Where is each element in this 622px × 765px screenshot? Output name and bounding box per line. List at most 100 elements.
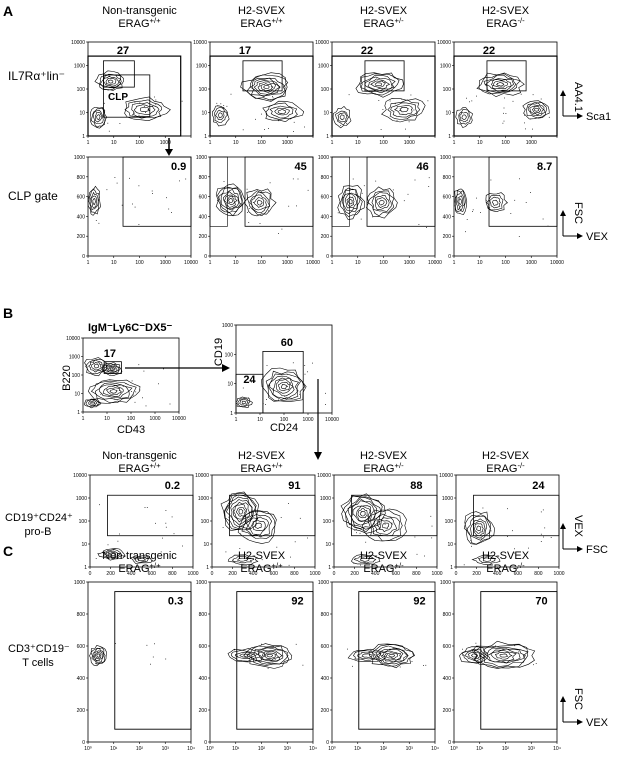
contour-line [494,651,513,660]
gate-box [488,156,558,227]
contour-line [357,652,377,660]
gate-box [366,156,436,227]
event-dot [144,507,146,508]
x-tick-label: 600 [514,571,523,577]
plot-c-row-1 [208,581,314,744]
event-dot [171,516,173,518]
contour-line [341,188,361,214]
event-dot [223,181,225,182]
event-dot [121,204,123,206]
y-tick-label: 400 [199,676,208,682]
contour-line [92,197,96,206]
event-dot [518,651,520,653]
y-tick-label: 200 [77,234,86,240]
x-tick-label: 100 [257,140,266,146]
gate-percentage: 0.3 [168,595,183,607]
x-tick-label: 1000 [526,140,537,146]
event-dot [365,541,367,543]
contour-line [371,192,392,212]
event-dot [295,643,297,645]
contour-line [470,653,478,658]
event-dot [254,381,256,382]
y-tick-label: 100 [321,87,330,93]
y-tick-label: 400 [77,214,86,220]
x-tick-label: 100 [135,140,144,146]
event-dot [299,517,301,519]
gate-box [114,591,192,730]
contour-line [347,498,378,529]
event-dot [292,178,294,180]
y-tick-label: 1 [450,565,453,571]
x-tick-label: 1 [209,260,212,266]
event-dot [268,210,269,212]
axis-label-cd43: CD43 [117,424,145,436]
contour-line [496,82,505,87]
contour-line [88,188,100,214]
event-dot [466,97,467,99]
event-dot [248,397,249,399]
event-dot [290,556,291,558]
event-dot [471,100,473,102]
contour-line [361,653,373,658]
event-dot [158,383,159,385]
x-tick-label: 400 [249,571,258,577]
contour-line [222,191,239,210]
x-tick-label: 1 [453,140,456,146]
event-dot [299,394,301,395]
y-tick-label: 10000 [315,40,329,46]
event-dot [242,387,244,389]
contour-line [499,653,509,658]
event-dot [296,205,297,207]
contour-line [390,102,418,118]
contour-line [366,186,398,219]
plot-a-row1-0 [86,41,192,138]
contour-line [89,191,99,211]
y-tick-label: 800 [199,612,208,618]
event-dot [520,93,522,95]
event-dot [154,643,155,645]
event-dot [302,664,304,666]
x-tick-label: 10 [111,260,117,266]
event-dot [134,102,136,104]
contour-line [90,107,106,128]
contour-line [96,653,101,658]
genotype-header: H2-SVEX [238,450,286,462]
y-tick-label: 1 [448,134,451,140]
genotype-header: H2-SVEX [482,550,530,562]
axis-legend-x: Sca1 [586,111,611,123]
y-tick-label: 1000 [76,496,87,502]
contour-line [84,398,102,409]
contour-line [240,72,288,102]
genotype-header: H2-SVEX [238,550,286,562]
y-tick-label: 10000 [317,473,331,479]
contour-line [378,199,385,206]
contour-line [277,109,287,114]
event-dot [272,96,273,97]
event-dot [352,665,353,667]
contour-line [263,85,270,89]
event-dot [394,103,396,105]
event-dot [220,103,222,105]
y-tick-label: 10 [325,542,331,548]
y-tick-label: 200 [77,708,86,714]
event-dot [410,94,412,96]
event-dot [414,179,416,181]
contour-line [385,652,398,660]
genotype-header-sub: ERAG-/- [486,561,525,575]
contour-line [215,183,246,216]
contour-line [492,80,508,88]
contour-line [346,196,355,207]
contour-line [88,400,98,406]
event-dot [143,370,145,372]
event-dot [222,527,224,528]
genotype-header: Non-transgenic [102,450,177,462]
contour-line [277,381,291,392]
y-tick-label: 200 [321,708,330,714]
gate-percentage: 70 [535,595,547,607]
y-tick-label: 1000 [320,496,331,502]
event-dot [169,403,171,405]
genotype-header: Non-transgenic [102,5,177,17]
x-tick-label: 1000 [282,140,293,146]
contour-line [476,72,525,98]
event-dot [356,532,357,534]
